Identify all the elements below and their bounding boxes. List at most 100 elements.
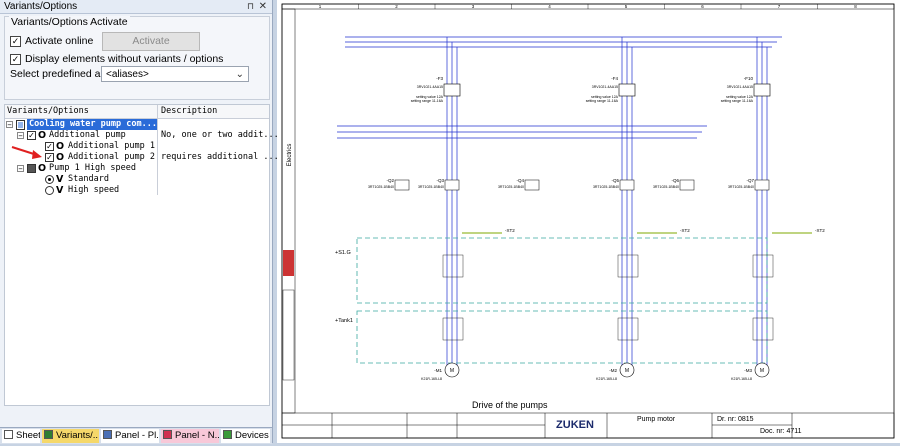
document-number: Doc. nr: 4711 (760, 428, 802, 435)
left-info-strip (281, 8, 296, 414)
tree-row[interactable]: ✓ O Additional pump 1 (5, 141, 157, 152)
breaker-setting: setting value 12A (591, 95, 619, 99)
close-icon[interactable]: ✕ (258, 1, 267, 12)
motor-label: -M1 (434, 368, 442, 373)
tab-panel-placement[interactable]: Panel - Pl... (101, 429, 159, 443)
contactor-label: -Q3 (436, 178, 444, 183)
revision-block (282, 289, 295, 381)
variants-options-panel: Variants/Options ⊓ ✕ Variants/Options Ac… (0, 0, 279, 444)
column-number: 8 (854, 4, 857, 9)
breaker-label: -F10 (744, 76, 754, 81)
tab-label: Sheet (16, 430, 40, 441)
breaker-type: 3RV1021-4AA15 (592, 85, 618, 89)
contactor-symbol (524, 179, 540, 191)
collapse-icon[interactable]: − (17, 132, 24, 140)
alias-dropdown[interactable]: <aliases> ⌄ (101, 66, 249, 82)
contactor-type: 3RT1025-1BB40 (418, 185, 444, 189)
logo-block (283, 250, 294, 276)
row-checkbox[interactable]: ✓ (27, 131, 36, 140)
tree-row-label: Additional pump 1 (68, 141, 155, 151)
variants-tree: Variants/Options Description − Cooling w… (4, 104, 279, 406)
pin-icon[interactable]: ⊓ (246, 1, 254, 11)
contactor-symbol (394, 179, 410, 191)
display-elements-checkbox[interactable]: ✓ (10, 54, 21, 65)
wiring (337, 36, 782, 139)
panel-titlebar: Variants/Options ⊓ ✕ (0, 0, 272, 14)
tab-sheet[interactable]: Sheet (2, 429, 40, 443)
column-divider (157, 105, 158, 195)
option-icon: O (56, 141, 65, 152)
tab-panel-nav[interactable]: Panel - N... (161, 429, 219, 443)
breaker-label: -F3 (436, 76, 443, 81)
motor-symbol (444, 362, 460, 378)
contactor-symbol (679, 179, 695, 191)
motor-glyph: M (625, 368, 629, 374)
motor-label: -M2 (609, 368, 617, 373)
terminal-label: -XT2 (815, 228, 825, 233)
document-icon (16, 120, 25, 130)
tree-row-label: Additional pump (49, 130, 126, 140)
sheet-frame (281, 3, 895, 439)
activate-group: Variants/Options Activate ✓ Activate onl… (4, 16, 270, 100)
tab-variants[interactable]: Variants/... (42, 429, 99, 443)
collapse-icon[interactable]: − (17, 165, 24, 173)
row-checkbox-partial[interactable] (27, 164, 36, 173)
motor-symbol (754, 362, 770, 378)
tab-devices[interactable]: Devices (221, 429, 270, 443)
column-header-description[interactable]: Description (161, 106, 218, 116)
contactor-symbol (754, 179, 770, 191)
tree-row-label: Pump 1 High speed (49, 163, 136, 173)
collapse-icon[interactable]: − (6, 121, 13, 129)
motor-glyph: M (450, 368, 454, 374)
column-number: 5 (625, 4, 628, 9)
option-icon: O (38, 130, 47, 141)
row-checkbox[interactable]: ✓ (45, 142, 54, 151)
location-label-1: +S1.G (335, 250, 351, 256)
variant-icon: V (56, 174, 64, 185)
panel-icon (163, 430, 172, 439)
contactor-type: 3RT1025-1BB40 (728, 185, 754, 189)
tree-row[interactable]: − ✓ O Additional pump (5, 130, 157, 141)
tree-row[interactable]: ✓ O Additional pump 2 (5, 152, 157, 163)
contactor-type: 3RT1025-1BB40 (498, 185, 524, 189)
column-number: 7 (778, 4, 781, 9)
row-description: No, one or two addit... (161, 130, 279, 140)
activate-online-label: Activate online (25, 35, 94, 47)
tab-label: Devices (235, 430, 269, 441)
breaker-setting: setting value 12A (416, 95, 444, 99)
red-arrow-icon (11, 146, 42, 159)
location-box-s1g (356, 237, 768, 304)
terminal-strips: -XT2-XT2-XT2 (442, 228, 825, 341)
column-number: 1 (319, 4, 322, 9)
row-radio[interactable] (45, 175, 54, 184)
contactor-label: -Q6 (671, 178, 679, 183)
tree-row-label: Additional pump 2 (68, 152, 155, 162)
devices-icon (223, 430, 232, 439)
terminal-block (752, 254, 774, 278)
row-radio[interactable] (45, 186, 54, 195)
tree-row[interactable]: − Cooling water pump com... (5, 119, 157, 130)
activate-button[interactable]: Activate (102, 32, 200, 51)
terminal-block (752, 317, 774, 341)
terminal-block (617, 317, 639, 341)
activate-online-checkbox[interactable]: ✓ (10, 36, 21, 47)
motor-type: K21R-165-L8 (596, 377, 617, 381)
row-checkbox[interactable]: ✓ (45, 153, 54, 162)
contactor-label: -Q5 (611, 178, 619, 183)
side-label: Electrics (287, 144, 293, 167)
contactor-type: 3RT1025-1BB40 (368, 185, 394, 189)
contactors: -Q23RT1025-1BB40-Q33RT1025-1BB40-Q43RT10… (368, 178, 770, 191)
breaker-range: setting range 11-16A (586, 99, 619, 103)
column-header-variants[interactable]: Variants/Options (7, 106, 89, 116)
drawing-number: Dr. nr: 0815 (717, 416, 754, 423)
tree-row[interactable]: − O Pump 1 High speed (5, 163, 157, 174)
title-block (281, 412, 895, 439)
tree-row-label: High speed (68, 185, 120, 195)
chevron-down-icon: ⌄ (235, 69, 244, 80)
tree-row[interactable]: V High speed (5, 185, 157, 196)
tree-row[interactable]: V Standard (5, 174, 157, 185)
